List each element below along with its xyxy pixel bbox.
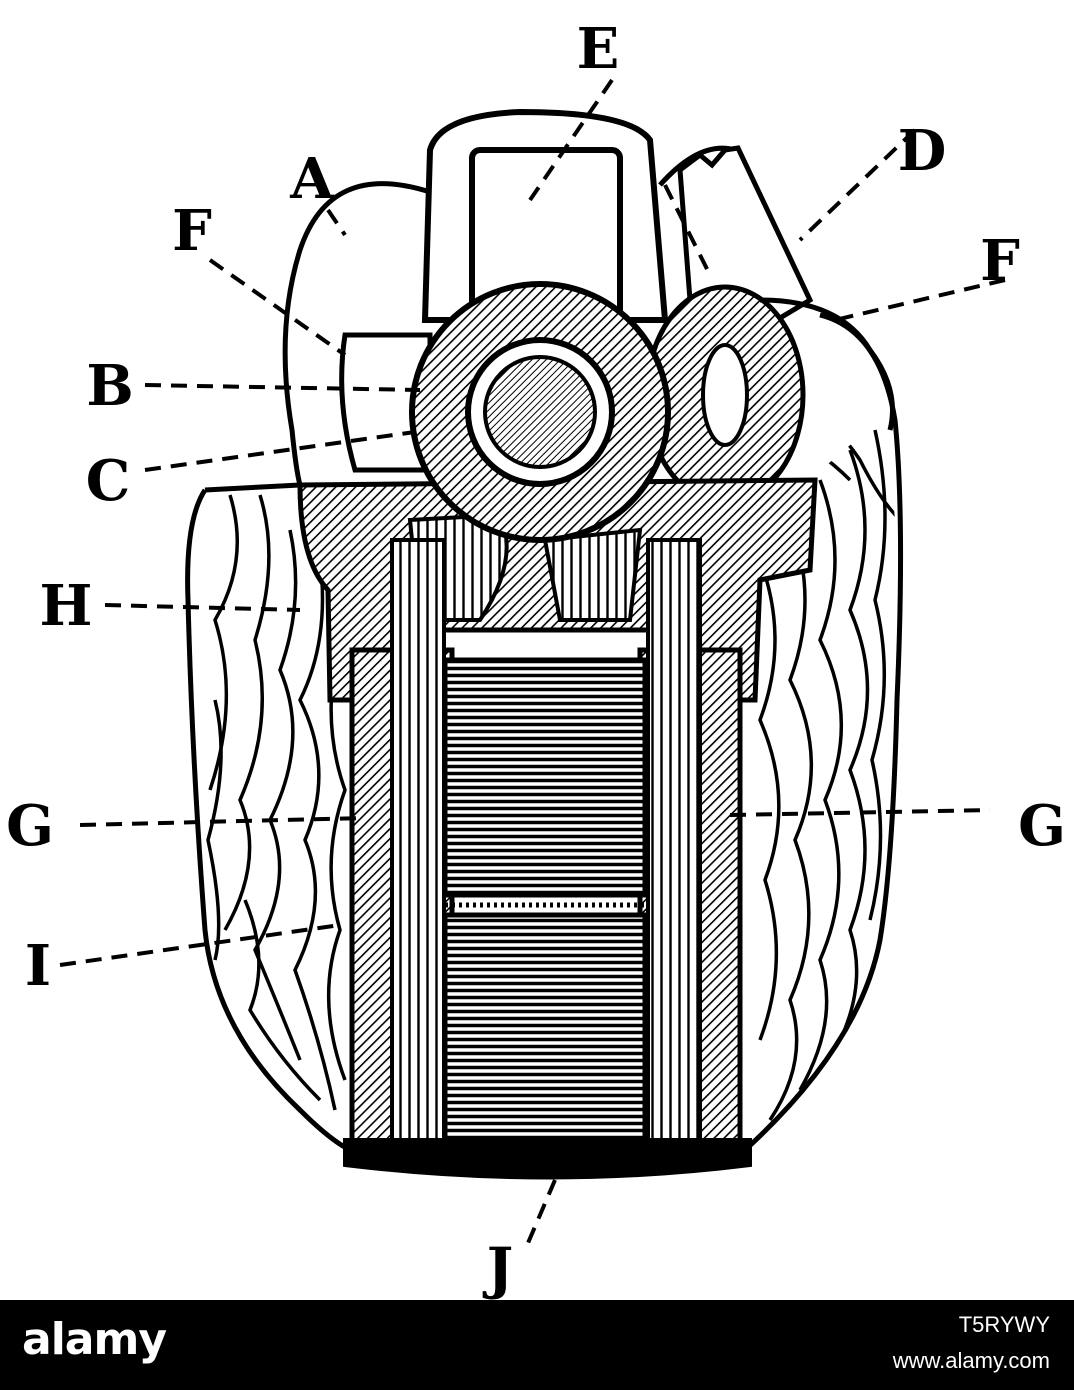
- watermark-bar: alamy T5RYWY www.alamy.com: [0, 1300, 1074, 1390]
- label-G-left: G: [6, 793, 54, 859]
- armature-cross-section-diagram: E D A F F B C H G G I J: [6, 16, 1066, 1300]
- alamy-logo: alamy: [22, 1314, 167, 1365]
- image-id: T5RYWY: [958, 1312, 1050, 1337]
- label-F-left: F: [172, 198, 212, 264]
- label-B: B: [86, 353, 133, 419]
- label-G-right: G: [1018, 793, 1066, 859]
- coil-housing: [349, 538, 743, 1158]
- wood-grain-right: [758, 420, 898, 1121]
- label-H: H: [40, 573, 93, 639]
- label-J: J: [482, 1236, 514, 1300]
- leader-lines: [59, 78, 1006, 1251]
- axle: [409, 281, 671, 543]
- label-E: E: [577, 16, 620, 82]
- label-D: D: [898, 118, 947, 184]
- bottom-base: [343, 1138, 752, 1180]
- callout-labels: E D A F F B C H G G I J: [6, 16, 1066, 1300]
- label-C: C: [86, 448, 131, 514]
- top-loop: [421, 108, 669, 328]
- watermark-url: www.alamy.com: [892, 1348, 1050, 1373]
- label-F-right: F: [980, 228, 1020, 294]
- label-A: A: [289, 146, 335, 212]
- wood-grain-left: [206, 494, 347, 1111]
- label-I: I: [25, 933, 51, 999]
